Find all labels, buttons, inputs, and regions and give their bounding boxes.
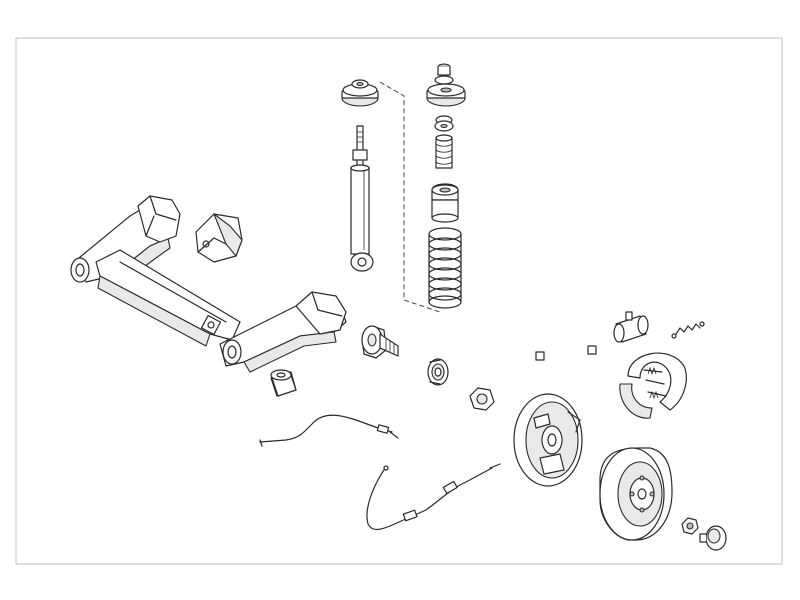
- brake-drum: [599, 447, 673, 541]
- frame-border: [15, 37, 783, 565]
- stub-axle: [361, 325, 399, 359]
- bump-stop: [435, 134, 453, 169]
- axle-nut: [469, 387, 495, 411]
- axle-bushing: [270, 369, 297, 397]
- rear-axle-beam: [70, 195, 347, 373]
- strut-bearing: [434, 115, 454, 132]
- wheel-brake-cylinder: [613, 311, 649, 343]
- hub-nut: [681, 517, 699, 535]
- brake-backing-plate: [513, 393, 583, 487]
- wheel-bearing: [427, 358, 449, 386]
- brake-hose: [535, 340, 597, 361]
- hub-cap: [699, 525, 727, 551]
- strut-top-mount: [426, 63, 466, 107]
- handbrake-cable-left: [259, 414, 399, 447]
- handbrake-cable-right: [366, 463, 501, 531]
- dust-boot: [431, 183, 459, 223]
- coil-spring: [428, 227, 462, 309]
- return-spring: [671, 321, 705, 339]
- axle-mount-bracket: [195, 213, 243, 263]
- shock-absorber-top-mount: [341, 79, 379, 107]
- brake-shoes: [619, 352, 687, 419]
- shock-absorber: [350, 125, 374, 272]
- strut-assembly-guide-line: [379, 81, 441, 313]
